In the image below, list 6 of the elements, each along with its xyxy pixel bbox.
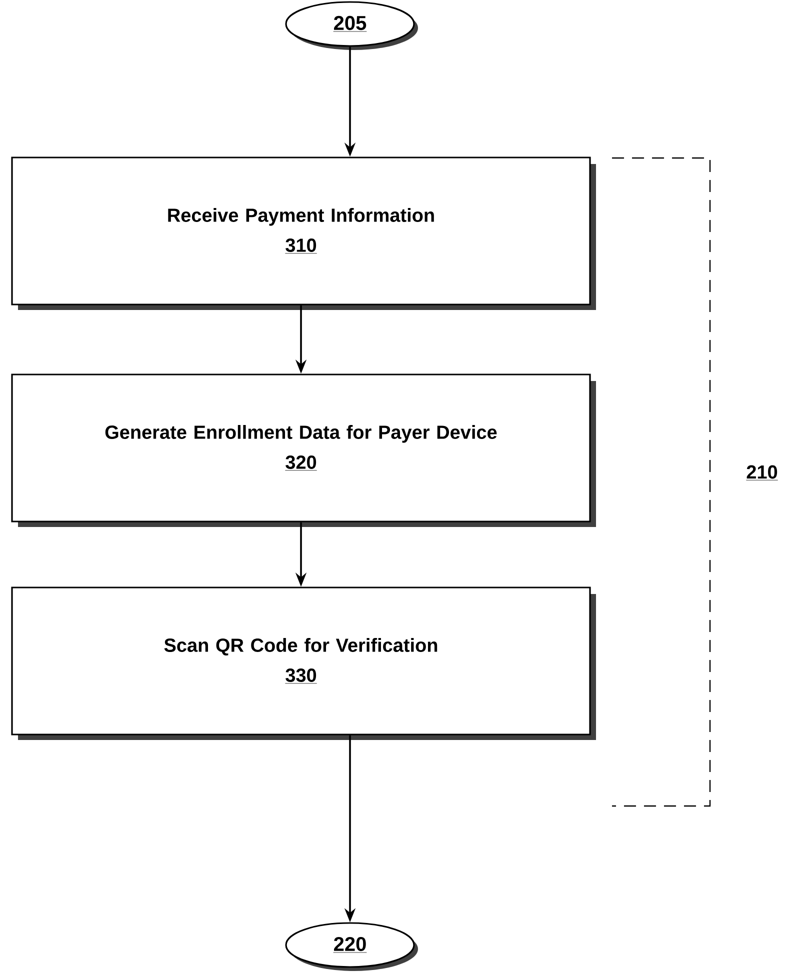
terminal-oval: 205 xyxy=(285,1,418,50)
terminal-oval: 220 xyxy=(285,922,418,972)
process-box: Generate Enrollment Data for Payer Device 320 xyxy=(11,374,596,527)
reference-number: 210 xyxy=(746,465,778,480)
process-box: Scan QR Code for Verification 330 xyxy=(11,586,596,740)
process-box: Receive Payment Information 310 xyxy=(11,156,596,310)
